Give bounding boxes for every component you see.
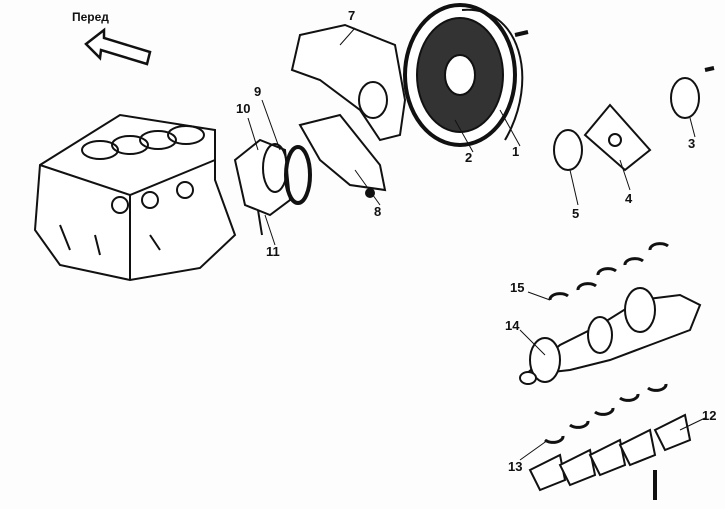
flywheel: [403, 3, 524, 147]
crankshaft: [519, 287, 702, 385]
part-label-1: 1: [512, 144, 520, 159]
part-label-2: 2: [465, 150, 473, 165]
part-label-10: 10: [236, 101, 251, 116]
lower-bearings: [544, 383, 668, 444]
part-label-14: 14: [505, 318, 520, 333]
part-label-13: 13: [508, 459, 523, 474]
rear-seal-housing: [233, 138, 312, 236]
plate-3: [670, 77, 700, 119]
part-label-7: 7: [348, 8, 356, 23]
rear-plate: [290, 23, 407, 142]
plate-5: [553, 129, 583, 171]
part-label-9: 9: [254, 84, 262, 99]
upper-bearings: [548, 242, 669, 301]
part-label-5: 5: [572, 206, 580, 221]
front-direction-label: Перед: [72, 10, 109, 24]
cover: [298, 113, 387, 192]
engine-block: [33, 113, 237, 282]
front-arrow-icon: [84, 27, 152, 66]
part-label-15: 15: [510, 280, 525, 295]
part-label-4: 4: [625, 191, 633, 206]
part-label-12: 12: [702, 408, 717, 423]
plate-4: [583, 103, 652, 172]
main-bearing-caps: [528, 413, 692, 492]
part-label-3: 3: [688, 136, 696, 151]
part-label-8: 8: [374, 204, 382, 219]
part-label-11: 11: [266, 244, 280, 259]
